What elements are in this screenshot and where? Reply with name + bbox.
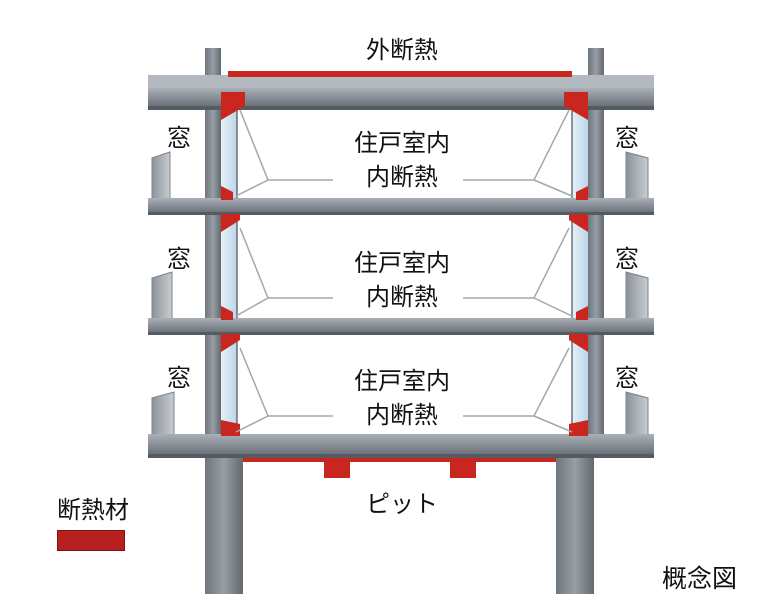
inner-insulation-label-bottom: 住戸室内 内断熱 — [354, 364, 450, 432]
glazing-left — [221, 110, 237, 436]
window-label-left-top: 窓 — [167, 124, 191, 152]
balcony-parapets-left — [151, 151, 175, 445]
ground-slab — [148, 434, 654, 458]
window-label-left-middle: 窓 — [167, 245, 191, 273]
building-columns — [205, 48, 604, 452]
inner-insulation-line1: 住戸室内 — [354, 129, 450, 157]
inner-insulation-line1: 住戸室内 — [354, 249, 450, 277]
inner-insulation-label-middle: 住戸室内 内断熱 — [354, 246, 450, 314]
balcony-parapets-right — [625, 151, 649, 445]
leader-lines — [235, 109, 573, 433]
inner-insulation-line2: 内断熱 — [366, 163, 438, 191]
roof-insulation — [228, 71, 572, 77]
window-label-right-middle: 窓 — [615, 245, 639, 273]
foundation-columns — [205, 452, 594, 594]
inner-insulation-label-top: 住戸室内 内断熱 — [354, 126, 450, 194]
concept-diagram-note: 概念図 — [662, 564, 738, 593]
window-label-right-bottom: 窓 — [615, 364, 639, 392]
window-label-right-top: 窓 — [615, 124, 639, 152]
legend-label: 断熱材 — [57, 496, 129, 524]
outer-insulation-label: 外断熱 — [366, 36, 438, 64]
inner-insulation-line2: 内断熱 — [366, 283, 438, 311]
pit-label: ピット — [366, 490, 438, 518]
inner-insulation-line2: 内断熱 — [366, 401, 438, 429]
window-label-left-bottom: 窓 — [167, 364, 191, 392]
legend-insulation-swatch — [57, 530, 125, 551]
inner-insulation-line1: 住戸室内 — [354, 367, 450, 395]
glazing-right — [572, 110, 588, 436]
room-outlines — [236, 110, 573, 434]
pit-insulation — [243, 458, 556, 478]
floor-slab-1 — [148, 318, 654, 335]
roof-slab — [148, 75, 654, 110]
floor-slab-2 — [148, 198, 654, 215]
inner-insulation-blocks — [221, 92, 588, 436]
